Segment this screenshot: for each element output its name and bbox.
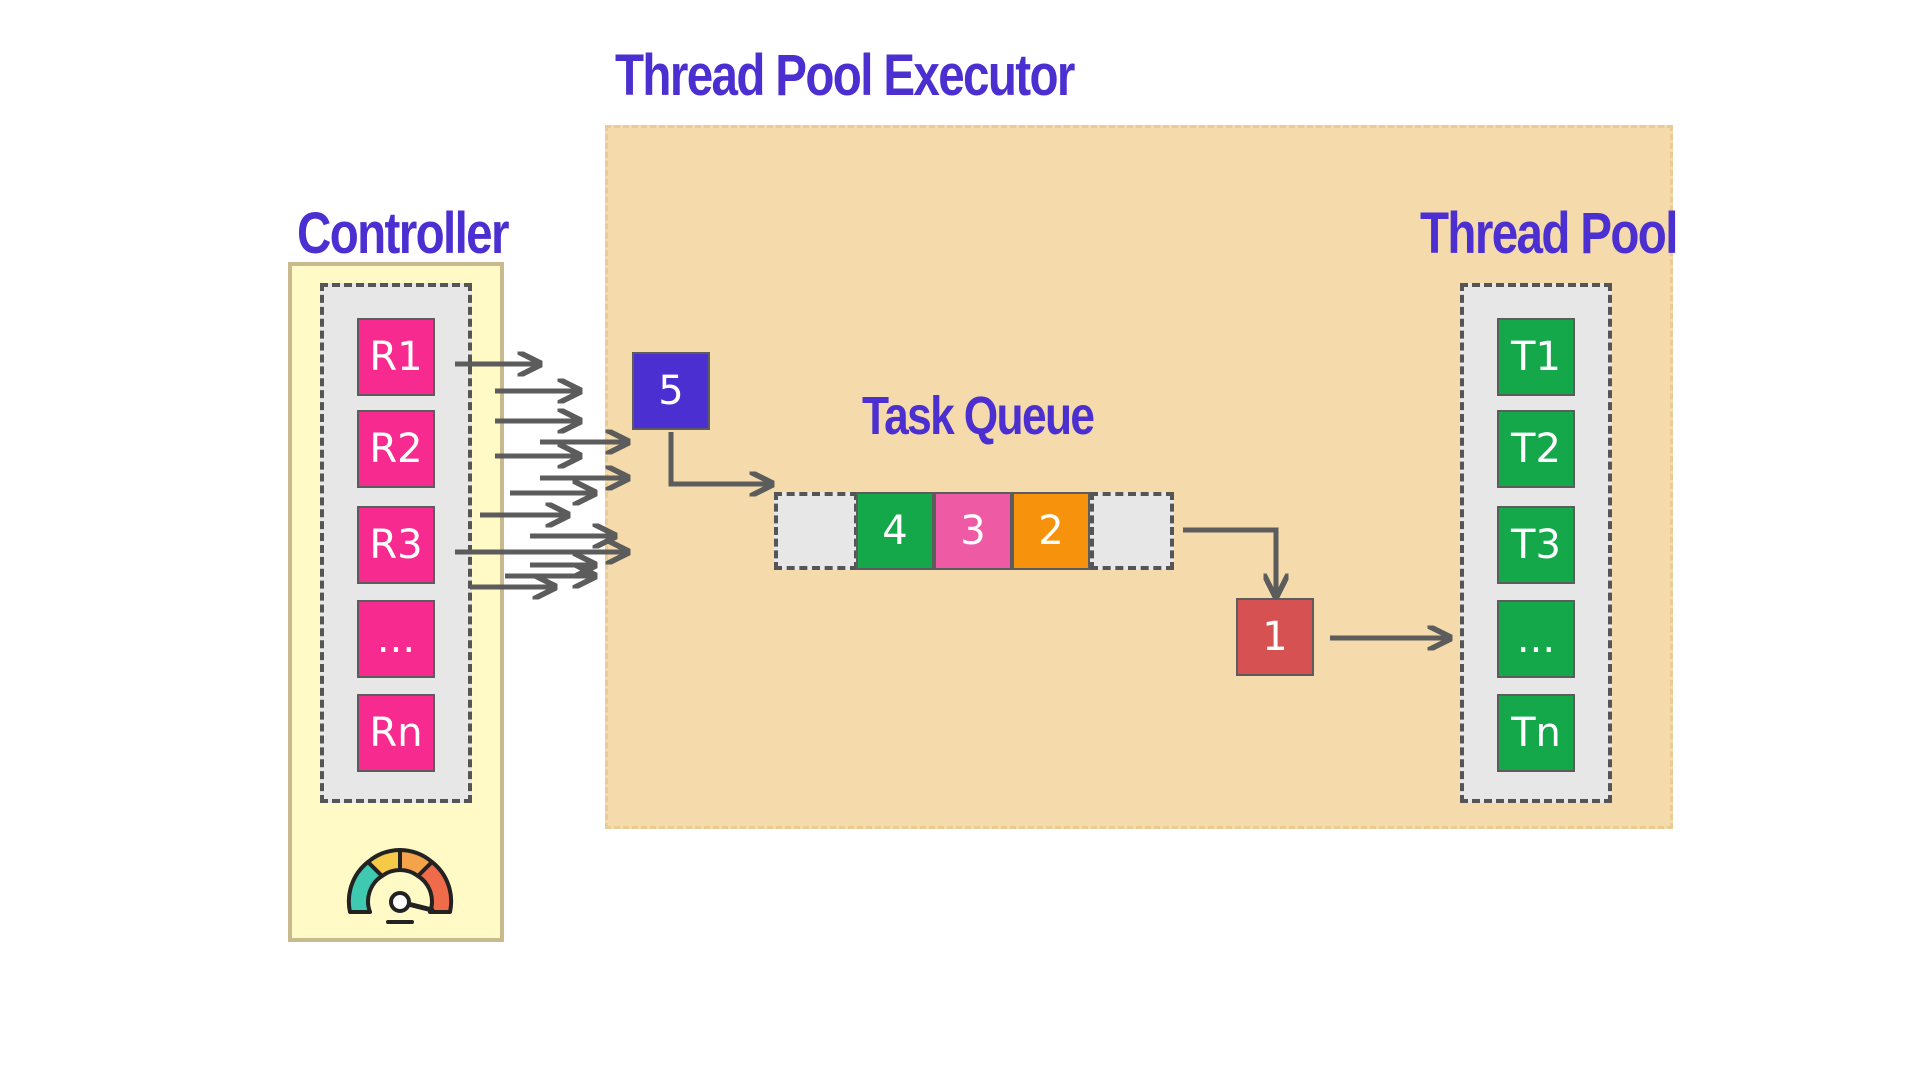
thread-pool-title: Thread Pool	[1420, 201, 1678, 266]
task-queue-title: Task Queue	[862, 386, 1095, 446]
queue-task-box: 2	[1012, 492, 1090, 570]
thread-box: T1	[1497, 318, 1575, 396]
request-box: R1	[357, 318, 435, 396]
active-task-box: 1	[1236, 598, 1314, 676]
executor-title: Thread Pool Executor	[615, 43, 1075, 108]
request-box: ...	[357, 600, 435, 678]
speedometer-icon	[346, 848, 454, 924]
queue-empty-slot-right	[1090, 492, 1174, 570]
queue-task-box: 4	[856, 492, 934, 570]
incoming-task-box: 5	[632, 352, 710, 430]
queue-task-box: 3	[934, 492, 1012, 570]
thread-box: T2	[1497, 410, 1575, 488]
thread-box: T3	[1497, 506, 1575, 584]
controller-title: Controller	[297, 201, 509, 266]
dequeue-arrow	[1183, 527, 1276, 596]
request-box: R3	[357, 506, 435, 584]
request-box: Rn	[357, 694, 435, 772]
enqueue-arrow	[668, 432, 772, 484]
thread-box: ...	[1497, 600, 1575, 678]
thread-box: Tn	[1497, 694, 1575, 772]
request-box: R2	[357, 410, 435, 488]
